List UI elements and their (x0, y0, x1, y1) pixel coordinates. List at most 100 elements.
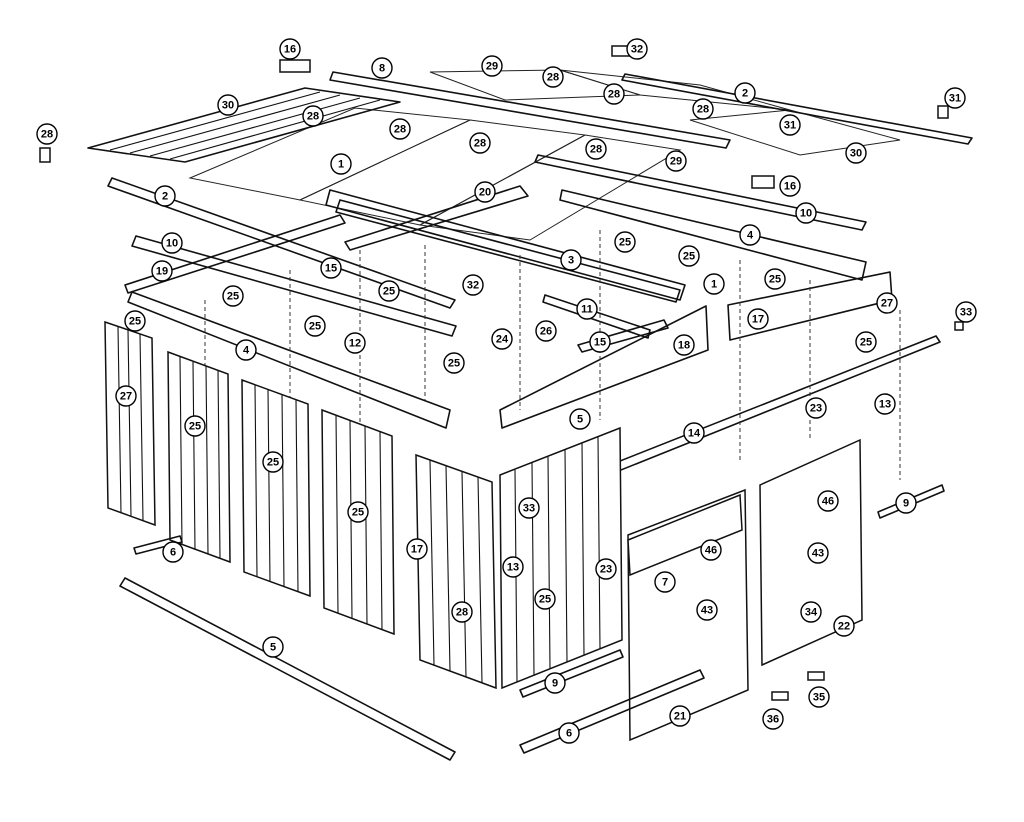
hardware-brackets (39, 45, 964, 701)
callout-circle (151, 260, 173, 282)
part-callout-10: 10 (161, 232, 183, 254)
part-callout-30: 30 (845, 142, 867, 164)
callout-label: 25 (769, 274, 781, 286)
callout-circle (491, 328, 513, 350)
callout-label: 20 (479, 187, 491, 199)
callout-circle (683, 422, 705, 444)
callout-circle (692, 98, 714, 120)
callout-label: 3 (568, 255, 574, 267)
callout-label: 12 (349, 338, 361, 350)
callout-circle (779, 114, 801, 136)
part-callout-36: 36 (762, 708, 784, 730)
callout-circle (534, 588, 556, 610)
callout-circle (320, 257, 342, 279)
part-callout-26: 26 (535, 320, 557, 342)
callout-label: 28 (547, 72, 559, 84)
callout-label: 46 (822, 496, 834, 508)
callout-label: 9 (552, 678, 558, 690)
part-callout-25: 25 (764, 268, 786, 290)
callout-circle (762, 708, 784, 730)
part-callout-2: 2 (734, 82, 756, 104)
callout-label: 14 (688, 428, 701, 440)
callout-label: 8 (379, 63, 385, 75)
callout-circle (779, 175, 801, 197)
callout-label: 5 (577, 414, 583, 426)
part-callout-7: 7 (654, 571, 676, 593)
part-callout-28: 28 (603, 83, 625, 105)
callout-circle (845, 142, 867, 164)
callout-label: 28 (41, 129, 53, 141)
part-callout-28: 28 (302, 105, 324, 127)
callout-circle (217, 94, 239, 116)
part-callout-5: 5 (569, 408, 591, 430)
callout-label: 43 (812, 548, 824, 560)
callout-circle (235, 339, 257, 361)
callout-label: 23 (810, 403, 822, 415)
callout-label: 1 (711, 279, 717, 291)
part-callout-9: 9 (544, 672, 566, 694)
part-callout-25: 25 (304, 315, 326, 337)
callout-label: 10 (800, 208, 812, 220)
callout-label: 19 (156, 266, 168, 278)
callout-label: 25 (683, 251, 695, 263)
part-callout-27: 27 (115, 385, 137, 407)
callout-circle (443, 352, 465, 374)
callout-label: 15 (594, 337, 606, 349)
callout-label: 29 (670, 156, 682, 168)
part-callout-16: 16 (279, 38, 301, 60)
callout-label: 28 (474, 138, 486, 150)
callout-circle (262, 636, 284, 658)
callout-circle (576, 298, 598, 320)
callout-circle (696, 599, 718, 621)
callout-label: 25 (189, 421, 201, 433)
part-callout-32: 32 (626, 38, 648, 60)
part-callout-1: 1 (330, 153, 352, 175)
callout-label: 27 (881, 298, 893, 310)
callout-label: 13 (507, 562, 519, 574)
callout-label: 31 (949, 93, 961, 105)
callout-circle (262, 451, 284, 473)
part-callout-25: 25 (678, 245, 700, 267)
part-callout-25: 25 (124, 310, 146, 332)
callout-label: 7 (662, 577, 668, 589)
callout-circle (673, 334, 695, 356)
part-callout-23: 23 (805, 397, 827, 419)
right-wall-panels (499, 426, 623, 690)
callout-label: 6 (170, 547, 176, 559)
part-callout-25: 25 (184, 415, 206, 437)
part-callout-27: 27 (876, 292, 898, 314)
callout-label: 31 (784, 120, 796, 132)
part-callout-34: 34 (800, 601, 822, 623)
callout-circle (302, 105, 324, 127)
callout-label: 30 (850, 148, 862, 160)
part-callout-31: 31 (779, 114, 801, 136)
callout-circle (304, 315, 326, 337)
callout-label: 6 (566, 728, 572, 740)
part-callout-23: 23 (595, 558, 617, 580)
part-callout-25: 25 (347, 501, 369, 523)
callout-label: 17 (752, 314, 764, 326)
callout-circle (481, 55, 503, 77)
callout-circle (747, 308, 769, 330)
callout-label: 30 (222, 100, 234, 112)
callout-circle (347, 501, 369, 523)
callout-label: 25 (267, 457, 279, 469)
part-callout-43: 43 (807, 542, 829, 564)
callout-circle (817, 490, 839, 512)
callout-label: 22 (838, 621, 850, 633)
part-callout-29: 29 (665, 150, 687, 172)
part-callout-9: 9 (895, 492, 917, 514)
part-callout-14: 14 (683, 422, 705, 444)
callout-circle (569, 408, 591, 430)
callout-label: 25 (129, 316, 141, 328)
part-callout-30: 30 (217, 94, 239, 116)
part-callout-25: 25 (222, 285, 244, 307)
part-callout-28: 28 (469, 132, 491, 154)
roof-beams (87, 71, 973, 489)
part-callout-33: 33 (955, 301, 977, 323)
part-callout-1: 1 (703, 273, 725, 295)
callout-label: 28 (456, 607, 468, 619)
callout-circle (874, 393, 896, 415)
